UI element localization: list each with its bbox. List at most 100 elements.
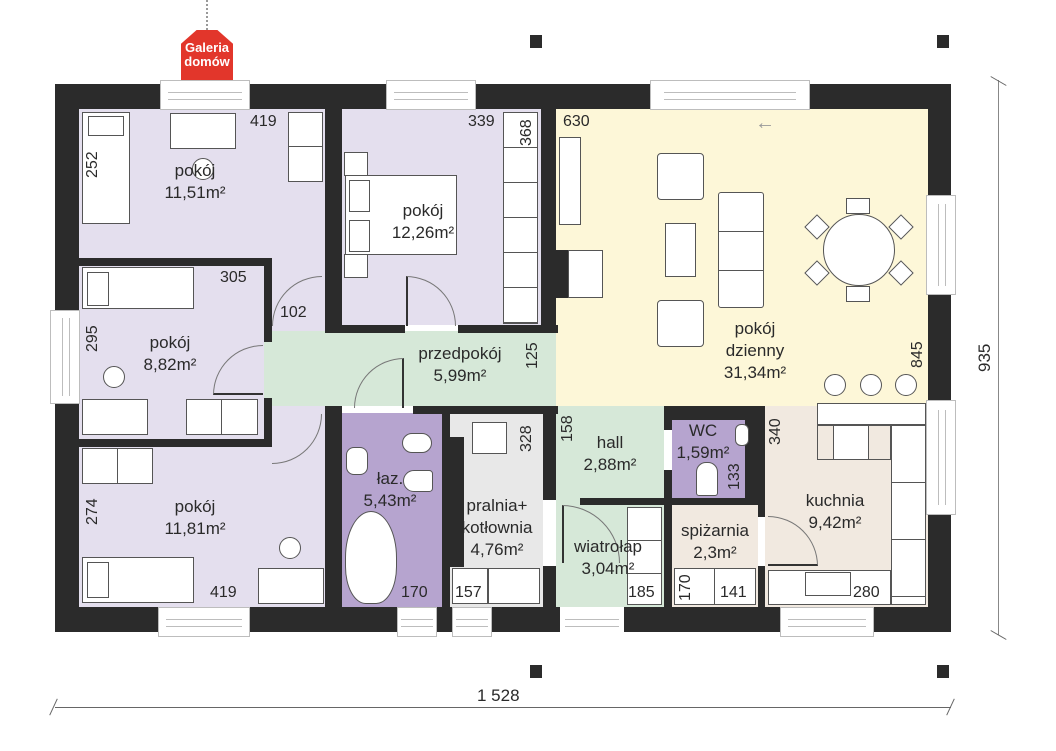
pillow bbox=[349, 220, 370, 252]
chair bbox=[279, 537, 301, 559]
label-pokoj-2: pokój 12,26m² bbox=[378, 200, 468, 244]
grid-marker bbox=[530, 665, 542, 678]
dim-living-width: 630 bbox=[563, 113, 590, 130]
dim-pokoj3-door: 102 bbox=[280, 304, 307, 321]
dining-table bbox=[823, 214, 895, 286]
fireplace bbox=[568, 250, 603, 298]
wall-pokoj1-pokoj2 bbox=[325, 109, 342, 331]
dim-living-depth: 845 bbox=[909, 341, 926, 368]
wall-bath-pralnia bbox=[442, 406, 450, 607]
dim-pokoj3-width: 305 bbox=[220, 269, 247, 286]
room-name: przedpokój bbox=[418, 344, 502, 363]
counter-right bbox=[891, 425, 926, 605]
logo-line-2: domów bbox=[184, 54, 230, 69]
wall-pokoj2-bottom-2 bbox=[458, 325, 558, 333]
dim-pokoj4-width: 419 bbox=[210, 584, 237, 601]
label-przedpokoj: przedpokój 5,99m² bbox=[400, 343, 520, 387]
armchair bbox=[657, 153, 704, 200]
room-name: wiatrołap bbox=[573, 537, 643, 556]
desk bbox=[258, 568, 324, 604]
overall-width-line bbox=[55, 707, 951, 708]
bar-stool bbox=[895, 374, 917, 396]
dining-chair bbox=[846, 286, 870, 302]
sink bbox=[805, 572, 851, 596]
wardrobe bbox=[288, 112, 323, 182]
wall-pralnia-hall-lower bbox=[543, 566, 556, 607]
toilet bbox=[403, 470, 433, 492]
window-bottom-pokoj4 bbox=[158, 607, 250, 637]
room-name: łaz. bbox=[376, 469, 404, 488]
label-hall: hall 2,88m² bbox=[570, 432, 650, 476]
window-bottom-pralnia bbox=[452, 607, 492, 637]
counter-top bbox=[817, 403, 926, 425]
room-name: kuchnia bbox=[805, 491, 865, 510]
chair bbox=[192, 158, 214, 180]
pillow bbox=[349, 180, 370, 212]
grid-marker bbox=[530, 35, 542, 48]
wall-pokoj2-bottom bbox=[325, 325, 405, 333]
room-area: 11,81m² bbox=[164, 519, 226, 538]
washing-machine bbox=[452, 568, 488, 604]
galeria-domow-logo: Galeria domów bbox=[181, 30, 233, 85]
room-name: pokój bbox=[149, 333, 191, 352]
room-name: WC bbox=[688, 421, 718, 440]
room-area: 1,59m² bbox=[676, 443, 730, 462]
desk bbox=[82, 399, 148, 435]
label-pokoj-1: pokój 11,51m² bbox=[150, 160, 240, 204]
boiler bbox=[472, 422, 507, 454]
entrance-arrow-icon: ← bbox=[755, 112, 775, 134]
wardrobe-tall bbox=[503, 112, 538, 324]
dim-wiatrolap: 185 bbox=[628, 584, 655, 601]
nightstand bbox=[344, 254, 368, 278]
room-name: pokój bbox=[402, 201, 444, 220]
wall-hall-wc-v bbox=[664, 420, 672, 430]
wall-wc-right bbox=[745, 420, 765, 505]
dim-hall: 158 bbox=[559, 415, 576, 442]
utility-sink bbox=[488, 568, 540, 604]
bathtub bbox=[345, 511, 397, 604]
pillow bbox=[88, 116, 124, 136]
wall-pokoj2-living bbox=[541, 109, 556, 333]
dim-pokoj4-depth: 274 bbox=[84, 498, 101, 525]
wall-pokoj3-right bbox=[264, 258, 272, 342]
label-wiatrolap: wiatrołap 3,04m² bbox=[558, 536, 658, 580]
dim-pralnia-depth: 328 bbox=[518, 425, 535, 452]
label-pokoj-4: pokój 11,81m² bbox=[150, 496, 240, 540]
dim-pokoj3-depth: 295 bbox=[84, 325, 101, 352]
room-area: 31,34m² bbox=[723, 363, 787, 382]
label-spizarnia: spiżarnia 2,3m² bbox=[670, 520, 760, 564]
room-area: 3,04m² bbox=[581, 559, 635, 578]
sink bbox=[346, 447, 368, 475]
bar-stool bbox=[860, 374, 882, 396]
window-top-living bbox=[650, 80, 810, 110]
dim-pokoj1-depth: 252 bbox=[84, 151, 101, 178]
wall-hall-wiatrolap bbox=[580, 498, 664, 505]
toilet bbox=[696, 462, 718, 496]
room-area: 8,82m² bbox=[143, 355, 197, 374]
room-name: pralnia+ bbox=[466, 496, 528, 515]
dim-przedpokoj: 125 bbox=[524, 342, 541, 369]
dim-kuchnia-width: 280 bbox=[853, 584, 880, 601]
wall-hall-bottom-mid bbox=[413, 406, 558, 414]
wall-hall-wc bbox=[664, 406, 765, 420]
outer-wall-right bbox=[928, 84, 951, 632]
room-area: 2,3m² bbox=[693, 543, 737, 562]
room-name: pokój bbox=[174, 497, 216, 516]
wall-pralnia-hall bbox=[543, 406, 556, 500]
wall-pokoj4-bath bbox=[325, 406, 342, 607]
room-area: 11,51m² bbox=[164, 183, 226, 202]
dim-lazienka: 170 bbox=[401, 584, 428, 601]
window-right-kitchen bbox=[926, 400, 956, 515]
wardrobe bbox=[186, 399, 258, 435]
overall-depth-line bbox=[998, 80, 999, 635]
wardrobe-div bbox=[117, 448, 118, 484]
wall-pralnia-step bbox=[450, 437, 464, 567]
window-right-living bbox=[926, 195, 956, 295]
armchair bbox=[657, 300, 704, 347]
overall-depth-value: 935 bbox=[975, 343, 994, 372]
dim-wc: 133 bbox=[726, 463, 743, 490]
entrance-door-opening[interactable] bbox=[560, 607, 624, 637]
bidet bbox=[402, 433, 432, 453]
dim-pokoj2-depth: 368 bbox=[518, 119, 535, 146]
room-area: 12,26m² bbox=[391, 223, 455, 242]
